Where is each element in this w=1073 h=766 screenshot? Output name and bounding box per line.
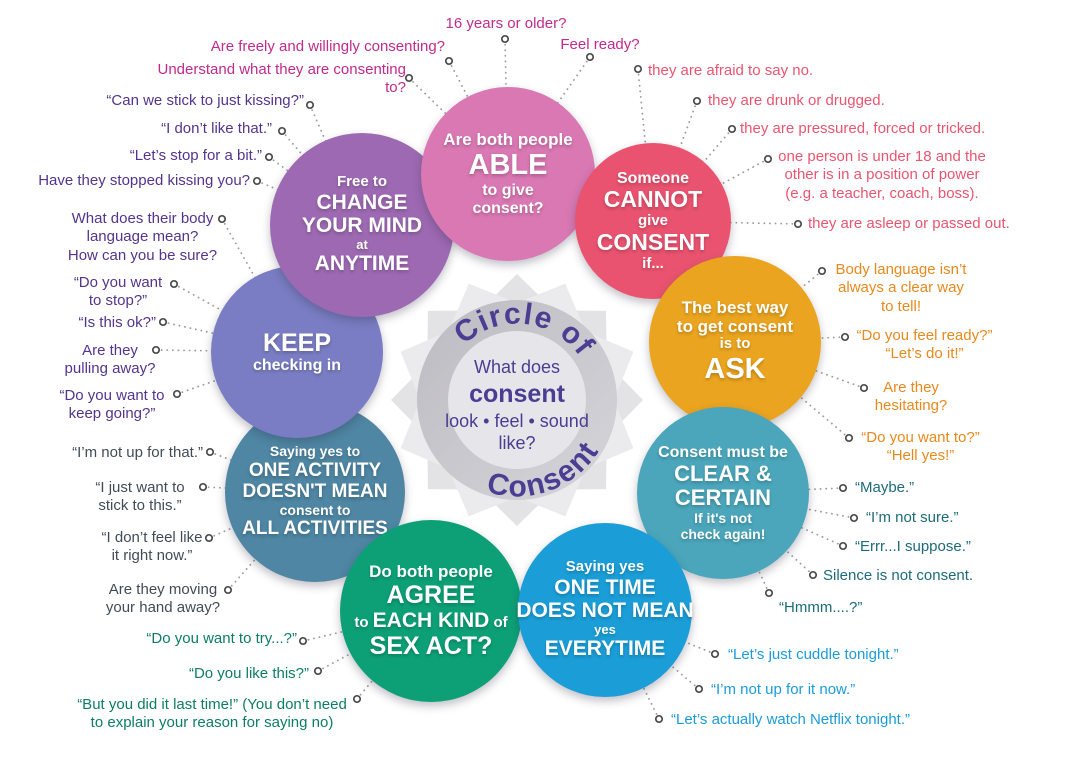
center-question-line2: consent <box>469 379 565 408</box>
annotation-keep-ok: “Is this ok?” <box>78 314 156 331</box>
annotation-keep-body-language: What does their body language mean? How … <box>67 210 218 264</box>
annotation-cannot-asleep: they are asleep or passed out. <box>808 215 1010 232</box>
annotation-ask-feel-ready: “Do you feel ready?” “Let’s do it!” <box>856 327 993 363</box>
bubble-change-your-mind: Free to CHANGE YOUR MIND at ANYTIME <box>270 133 454 317</box>
center-question: What does consent look • feel • sound li… <box>442 356 592 455</box>
agree-line3-small-to: to <box>354 613 373 631</box>
annotation-able-ready: Feel ready? <box>560 36 640 53</box>
annotation-keep-pulling-away: Are they pulling away? <box>64 342 156 378</box>
center-medallion: Circle of Consent <box>391 274 643 526</box>
annotation-cannot-drunk: they are drunk or drugged. <box>708 92 885 109</box>
annotation-keep-keep-going: “Do you want to keep going?” <box>59 387 165 423</box>
annotation-cannot-afraid: they are afraid to say no. <box>648 62 814 79</box>
center-question-line3: look • feel • sound <box>445 410 589 431</box>
annotation-cannot-pressured: they are pressured, forced or tricked. <box>740 120 986 137</box>
agree-line3-small-of: of <box>489 613 508 631</box>
annotation-change-stop-bit: “Let’s stop for a bit.” <box>129 147 262 164</box>
annotation-clear-silence: Silence is not consent. <box>823 567 974 584</box>
annotation-change-dont-like: “I don’t like that.” <box>161 120 272 137</box>
center-question-line1: What does <box>473 357 561 377</box>
annotation-activity-hand-away: Are they moving your hand away? <box>105 581 221 617</box>
annotation-able-freely: Are freely and willingly consenting? <box>210 38 445 55</box>
annotation-clear-maybe: “Maybe.” <box>855 479 915 496</box>
center-inner-circle <box>448 331 586 469</box>
annotation-clear-not-sure: “I’m not sure.” <box>866 509 959 526</box>
bubble-ask: The best way to get consent is to ASK <box>649 256 821 428</box>
agree-line3-each-kind: EACH KIND <box>372 608 490 632</box>
annotation-activity-not-up: “I’m not up for that.” <box>72 444 203 461</box>
connector-end-dots <box>151 34 869 724</box>
annotation-onetime-netflix: “Let’s actually watch Netflix tonight.” <box>671 711 910 728</box>
annotation-clear-hmmm: “Hmmm....?” <box>779 599 863 616</box>
annotation-agree-like-this: “Do you like this?” <box>188 665 309 682</box>
annotation-onetime-cuddle: “Let’s just cuddle tonight.” <box>728 646 899 663</box>
annotation-onetime-not-up: “I’m not up for it now.” <box>711 681 856 698</box>
annotation-ask-want-to: “Do you want to?” “Hell yes!” <box>861 429 980 465</box>
bubble-agree-each-kind: Do both people AGREE to EACH KIND of SEX… <box>340 520 522 702</box>
annotation-able-understand: Understand what they are consenting to? <box>157 61 407 97</box>
annotation-agree-try: “Do you want to try...?” <box>146 630 297 647</box>
center-question-line4: like? <box>498 433 536 454</box>
annotation-ask-body-language: Body language isn’t always a clear way t… <box>835 261 967 315</box>
annotation-change-stopped-kissing: Have they stopped kissing you? <box>38 172 250 189</box>
annotation-change-kissing: “Can we stick to just kissing?” <box>106 92 304 109</box>
annotation-clear-suppose: “Errr...I suppose.” <box>855 538 971 555</box>
annotation-cannot-under18: one person is under 18 and the other is … <box>778 148 986 202</box>
annotation-keep-stop: “Do you want to stop?” <box>73 274 163 310</box>
annotation-activity-stick: “I just want to stick to this.” <box>95 479 185 515</box>
bubble-one-time: Saying yes ONE TIME DOES NOT MEAN yes EV… <box>516 523 694 697</box>
annotation-able-age: 16 years or older? <box>445 15 567 32</box>
annotation-agree-last-time: “But you did it last time!” (You don’t n… <box>77 696 347 732</box>
bubble-able-to-consent: Are both people ABLE to give consent? <box>421 87 595 261</box>
annotation-activity-dont-feel: “I don’t feel like it right now.” <box>101 529 203 565</box>
annotation-ask-hesitating: Are they hesitating? <box>874 379 948 415</box>
